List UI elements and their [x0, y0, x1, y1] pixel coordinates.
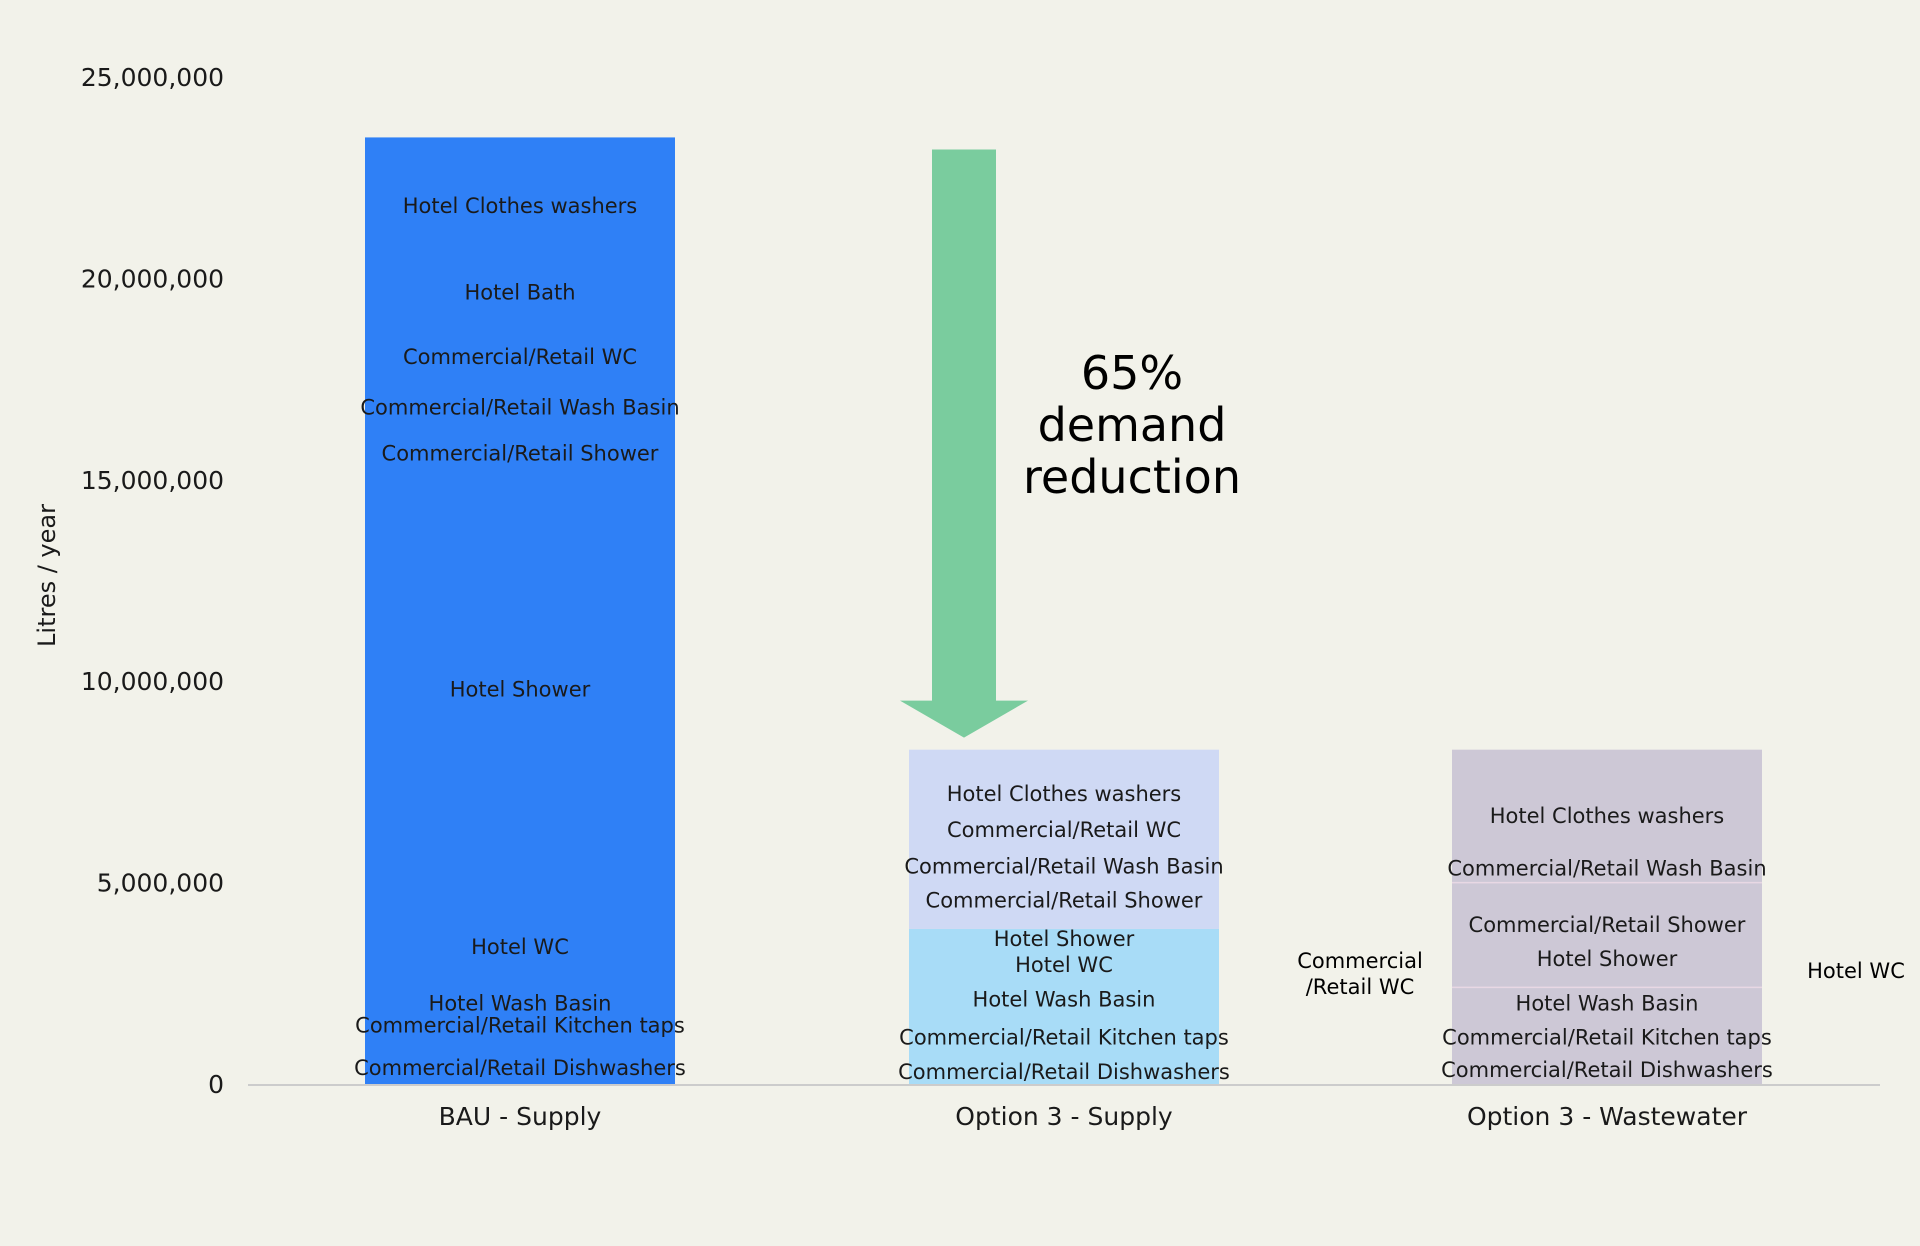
annotation-line: demand [1038, 398, 1227, 452]
segment-label: Commercial/Retail Shower [1469, 913, 1746, 937]
segment-label: Hotel Wash Basin [429, 991, 612, 1015]
segment-label: Commercial/Retail WC [947, 818, 1181, 842]
segment-label: Commercial/Retail Kitchen taps [355, 1014, 685, 1038]
x-category-label: Option 3 - Supply [955, 1102, 1173, 1131]
side-label: Hotel WC [1807, 959, 1905, 983]
segment-label: Hotel Shower [994, 927, 1135, 951]
segment-label: Hotel WC [471, 935, 569, 959]
side-label: Commercial [1297, 949, 1423, 973]
segment-label: Hotel Wash Basin [973, 987, 1156, 1011]
segment-label: Commercial/Retail Dishwashers [354, 1056, 686, 1080]
x-category-label: BAU - Supply [439, 1102, 602, 1131]
segment-label: Commercial/Retail Kitchen taps [899, 1026, 1229, 1050]
bar-segment [909, 928, 1219, 1084]
y-tick-label: 15,000,000 [81, 466, 224, 495]
segment-label: Commercial/Retail Dishwashers [898, 1060, 1230, 1084]
demand-reduction-arrow [900, 149, 1028, 738]
x-category-label: Option 3 - Wastewater [1467, 1102, 1748, 1131]
y-tick-label: 0 [208, 1070, 224, 1099]
annotation-line: reduction [1023, 450, 1241, 504]
segment-label: Hotel Clothes washers [1490, 804, 1725, 828]
y-tick-label: 5,000,000 [97, 869, 224, 898]
segment-label: Hotel Shower [450, 677, 591, 701]
y-tick-label: 25,000,000 [81, 63, 224, 92]
segment-label: Commercial/Retail Wash Basin [1447, 857, 1766, 881]
annotation-line: 65% [1081, 346, 1183, 400]
segment-label: Hotel Wash Basin [1516, 991, 1699, 1015]
segment-label: Commercial/Retail Dishwashers [1441, 1058, 1773, 1082]
bar-segment [365, 137, 675, 1085]
segment-label: Commercial/Retail WC [403, 345, 637, 369]
segment-label: Hotel Clothes washers [403, 194, 638, 218]
y-tick-label: 20,000,000 [81, 264, 224, 293]
segment-label: Hotel Shower [1537, 947, 1678, 971]
side-label: /Retail WC [1306, 975, 1415, 999]
segment-label: Commercial/Retail Shower [926, 889, 1203, 913]
segment-label: Commercial/Retail Shower [382, 442, 659, 466]
y-axis-label: Litres / year [33, 504, 61, 647]
segment-label: Commercial/Retail Kitchen taps [1442, 1026, 1772, 1050]
segment-label: Hotel Clothes washers [947, 782, 1182, 806]
segment-label: Hotel Bath [464, 280, 575, 304]
y-tick-label: 10,000,000 [81, 667, 224, 696]
bar-segment [1452, 749, 1762, 1084]
bar-segment [909, 749, 1219, 929]
segment-label: Commercial/Retail Wash Basin [360, 395, 679, 419]
segment-label: Hotel WC [1015, 953, 1113, 977]
segment-label: Commercial/Retail Wash Basin [904, 854, 1223, 878]
